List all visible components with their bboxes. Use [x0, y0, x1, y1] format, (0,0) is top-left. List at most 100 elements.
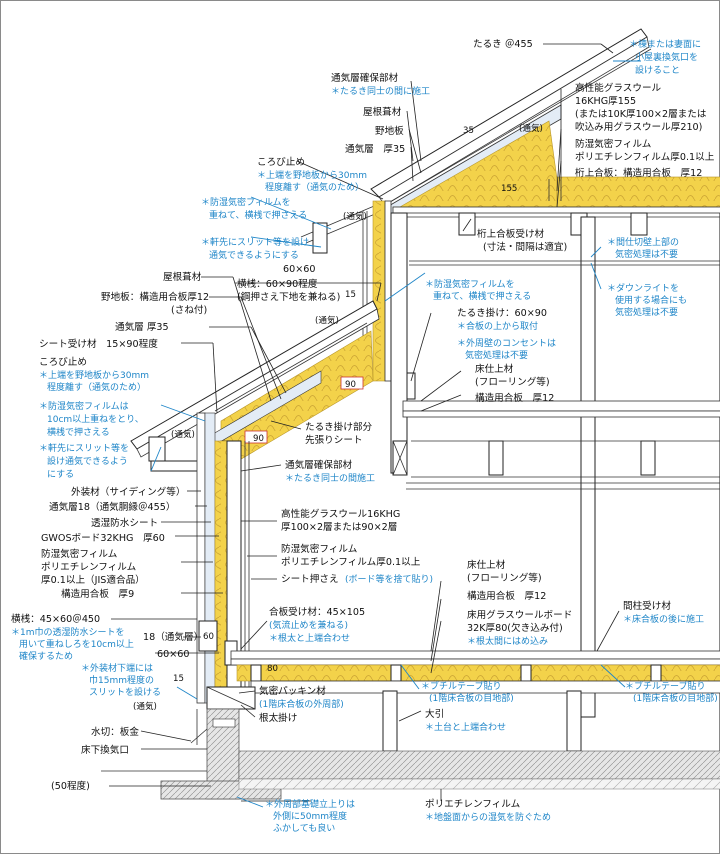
- post-receiver: 間柱受け材: [623, 600, 671, 612]
- pe-film: ポリエチレンフィルム: [425, 799, 520, 810]
- butyl-note-2a: ＊ブチルテープ貼り: [625, 680, 705, 692]
- floor-finish-2f-2: (フローリング等): [475, 376, 550, 388]
- rafter-label: たるき ＠455: [473, 39, 533, 50]
- ply-receiver: 合板受け材：45×105: [269, 606, 365, 618]
- roofing-lower: 屋根葺材: [163, 271, 202, 283]
- sheet-label: 透湿防水シート: [91, 517, 158, 529]
- found-note-2: 外側に50mm程度: [273, 810, 347, 822]
- dim-15-roof: 15: [345, 290, 356, 300]
- stop-upper: ころび止め: [257, 156, 305, 168]
- batten-lower-1: 横桟：60×90程度: [237, 278, 318, 290]
- vapor-lower-note-1: ＊防湿気密フィルムは: [39, 400, 129, 412]
- post-receiver-note: ＊床合板の後に施工: [623, 613, 704, 625]
- seat-label: シート受け材 15×90程度: [39, 338, 158, 350]
- upper-roof: [300, 28, 652, 254]
- stop-lower: ころび止め: [39, 356, 87, 368]
- rafter-hanger-note: ＊合板の上から取付: [457, 320, 538, 332]
- slit-lower-note-2: 設け通気できるよう: [47, 455, 128, 467]
- stop-upper-note-1: ＊上端を野地板から30mm: [257, 169, 367, 181]
- glass-wool-1: 高性能グラスウール: [575, 82, 662, 94]
- board-receiver-2: (寸法・間隔は適宜): [483, 241, 567, 253]
- rafter-hanger: たるき掛け：60×90: [457, 307, 547, 319]
- ridge-note-2: 小屋裏換気口を: [635, 51, 698, 63]
- joist-label: 根太掛け: [259, 712, 297, 724]
- slit-upper-note-1: ＊軒先にスリット等を設け: [201, 236, 309, 248]
- sheet-press-note: (ボード等を捨て貼り): [345, 573, 433, 585]
- dim-90-b: 90: [345, 380, 356, 390]
- dim-50: (50程度): [51, 780, 90, 792]
- floor-finish-2f-1: 床仕上材: [475, 363, 514, 375]
- ply-receiver-note-1: (気流止めを兼ねる): [269, 619, 348, 631]
- wall-spacer-note: ＊たるき同士の間施工: [285, 472, 375, 484]
- flow-lower: (通気): [315, 314, 339, 326]
- butyl-note-1b: (1階床合板の目地部): [429, 692, 514, 704]
- post-note-2: 気密処理は不要: [615, 248, 678, 260]
- floor-board-2f: 構造用合板 厚12: [475, 392, 554, 404]
- floor-finish-1f-1: 床仕上材: [467, 559, 506, 571]
- drip-label: 水切：板金: [91, 726, 139, 738]
- stop-lower-note-1: ＊上端を野地板から30mm: [39, 369, 149, 381]
- wall-film2-1: 防湿気密フィルム: [281, 543, 357, 555]
- pe-note: ＊地盤面からの湿気を防ぐため: [425, 811, 551, 823]
- stop-lower-note-2: 程度離す（通気のため）: [47, 381, 146, 393]
- exterior-label: 外装材（サイディング等）: [71, 486, 185, 498]
- ceiling-board: 桁上合板：構造用合板 厚12: [575, 167, 702, 179]
- dim-15-wall: 15: [173, 674, 184, 684]
- floor-board-1f: 構造用合板 厚12: [467, 590, 546, 602]
- floor-insulation-2: 32K厚80(欠き込み付): [467, 622, 563, 634]
- dim-60-wall: 60: [203, 632, 214, 642]
- wall-batten-note-1: ＊1m巾の透湿防水シートを: [11, 626, 125, 638]
- sheathing-upper: 野地板: [375, 125, 404, 137]
- lower-wall: [196, 412, 250, 704]
- vapor-lower-note-3: 横桟で押さえる: [47, 426, 110, 438]
- wall-batten-note-2: 用いて重ねしろを10cm以上: [19, 638, 134, 650]
- glass-wool-4: 吹込み用グラスウール厚210): [575, 121, 702, 133]
- ridge-note-3: 設けること: [635, 64, 680, 76]
- packing-note: (1階床合板の外周部): [259, 698, 344, 710]
- sheathing-lower-1: 野地板：構造用合板厚12: [101, 291, 209, 303]
- sill-note: ＊土台と上端合わせ: [425, 721, 506, 733]
- batten-lower-2: (鋼押さえ下地を兼ねる): [237, 291, 340, 303]
- downlight-note-3: 気密処理は不要: [615, 306, 678, 318]
- wall-film-3: 厚0.1以上（JIS適合品）: [41, 574, 145, 586]
- air-18: 18（通気層）: [143, 631, 203, 643]
- slit-lower-note-3: にする: [47, 469, 74, 480]
- sheathing-lower-2: (さね付): [171, 305, 207, 316]
- pre-sheet-1: たるき掛け部分: [305, 421, 373, 433]
- ceiling-film-2: ポリエチレンフィルム厚0.1以上: [575, 152, 715, 163]
- downlight-note-2: 使用する場合にも: [615, 294, 687, 306]
- leader-lines: [109, 43, 620, 802]
- board-receiver-1: 桁上合板受け材: [477, 228, 545, 240]
- sill-label: 大引: [425, 708, 444, 720]
- vent-label: 床下換気口: [81, 744, 129, 756]
- glass-wool-3: (または10K厚100×2層または: [575, 109, 707, 120]
- batten-lower-note-1: ＊防湿気密フィルムを: [425, 278, 515, 290]
- sheet-press: シート押さえ: [281, 573, 339, 585]
- vapor-lower-note-2: 10cm以上重ねをとり、: [47, 413, 144, 425]
- pitch-upper: 35: [463, 126, 474, 136]
- found-note-1: ＊外周部基礎立上りは: [265, 798, 355, 810]
- flow-upper-eave: (通気): [343, 210, 367, 222]
- wall-glass-wool-2: 厚100×2層または90×2層: [281, 522, 397, 533]
- dim-90-a: 90: [253, 434, 264, 444]
- wall-film2-2: ポリエチレンフィルム厚0.1以上: [281, 557, 421, 568]
- wall-batten: 横桟：45×60＠450: [11, 613, 100, 625]
- labels: たるき ＠455 ＊棟または妻面に 小屋裏換気口を 設けること 通気層確保部材 …: [11, 38, 718, 834]
- batten-lower-note-2: 重ねて、横桟で押さえる: [433, 290, 531, 302]
- air-layer-lower: 通気層 厚35: [115, 321, 169, 333]
- floor-insulation-note: ＊根太間にはめ込み: [467, 635, 548, 647]
- post-note-1: ＊間仕切壁上部の: [607, 236, 679, 248]
- outlet-note-1: ＊外周壁のコンセントは: [457, 337, 556, 349]
- butyl-note-1a: ＊ブチルテープ貼り: [421, 680, 501, 692]
- wall-film-1: 防湿気密フィルム: [41, 548, 117, 560]
- ceiling-film-1: 防湿気密フィルム: [575, 138, 651, 150]
- ply-receiver-note-2: ＊根太と上端合わせ: [269, 632, 350, 644]
- flow-upper: (通気): [519, 122, 543, 134]
- wall-board: 構造用合板 厚9: [61, 588, 134, 600]
- note-leaders: [150, 60, 641, 808]
- wall-slit-note-2: 巾15mm程度の: [89, 674, 154, 686]
- air-layer-wall: 通気層18（通気胴縁＠455）: [49, 501, 175, 513]
- wall-glass-wool-1: 高性能グラスウール16KHG: [281, 508, 400, 520]
- packing-label: 気密パッキン材: [259, 685, 326, 697]
